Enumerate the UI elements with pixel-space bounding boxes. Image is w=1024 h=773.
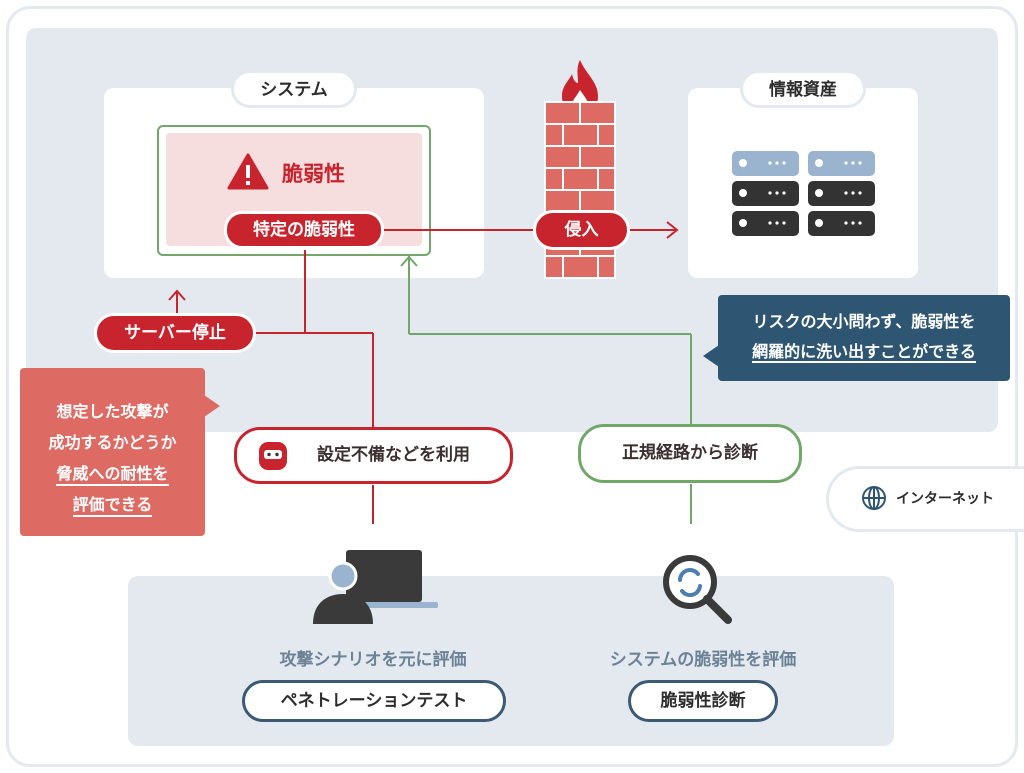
server-stop-arrowhead xyxy=(168,289,186,301)
diagnosis-arrowhead xyxy=(400,255,418,267)
intrusion-badge: 侵入 xyxy=(533,210,630,250)
pentest-description: 攻撃シナリオを元に評価 xyxy=(279,650,467,670)
hacker-icon xyxy=(259,442,287,470)
globe-icon xyxy=(862,486,886,510)
magnifier-icon xyxy=(663,555,732,624)
regular-route-pill: 正規経路から診断 xyxy=(578,424,802,483)
assessment-description: システムの脆弱性を評価 xyxy=(609,650,797,670)
callout-left-line2: 成功するかどうか xyxy=(48,433,177,452)
callout-right-line1: リスクの大小問わず、脆弱性を xyxy=(752,312,976,331)
callout-left-line3: 脅威への耐性を xyxy=(56,464,169,486)
asset-panel xyxy=(688,88,918,278)
callout-right-line2: 網羅的に洗い出すことができる xyxy=(752,342,976,363)
server-icon xyxy=(732,151,875,236)
system-title: システム xyxy=(231,70,357,108)
pentest-name-pill: ペネトレーションテスト xyxy=(242,680,506,722)
callout-left-line1: 想定した攻撃が xyxy=(56,402,169,421)
pentest-benefit-callout: 想定した攻撃が 成功するかどうか 脅威への耐性を 評価できる xyxy=(20,368,205,536)
warning-icon xyxy=(227,153,269,190)
callout-right-pointer xyxy=(703,345,719,367)
internet-label: インターネット xyxy=(896,491,994,507)
assessment-benefit-callout: リスクの大小問わず、脆弱性を 網羅的に洗い出すことができる xyxy=(718,295,1010,381)
server-stop-badge: サーバー停止 xyxy=(94,313,256,353)
attack-method-label: 設定不備などを利用 xyxy=(317,445,470,465)
specific-vulnerability-badge: 特定の脆弱性 xyxy=(224,211,384,249)
person-computer-icon xyxy=(313,550,438,624)
intrusion-arrowhead xyxy=(666,221,679,239)
vulnerability-label: 脆弱性 xyxy=(282,162,345,186)
callout-left-line4: 評価できる xyxy=(72,495,153,517)
assessment-name-pill: 脆弱性診断 xyxy=(628,680,778,722)
asset-title: 情報資産 xyxy=(740,70,866,108)
internet-tab xyxy=(826,466,1024,532)
callout-left-pointer xyxy=(204,395,220,417)
